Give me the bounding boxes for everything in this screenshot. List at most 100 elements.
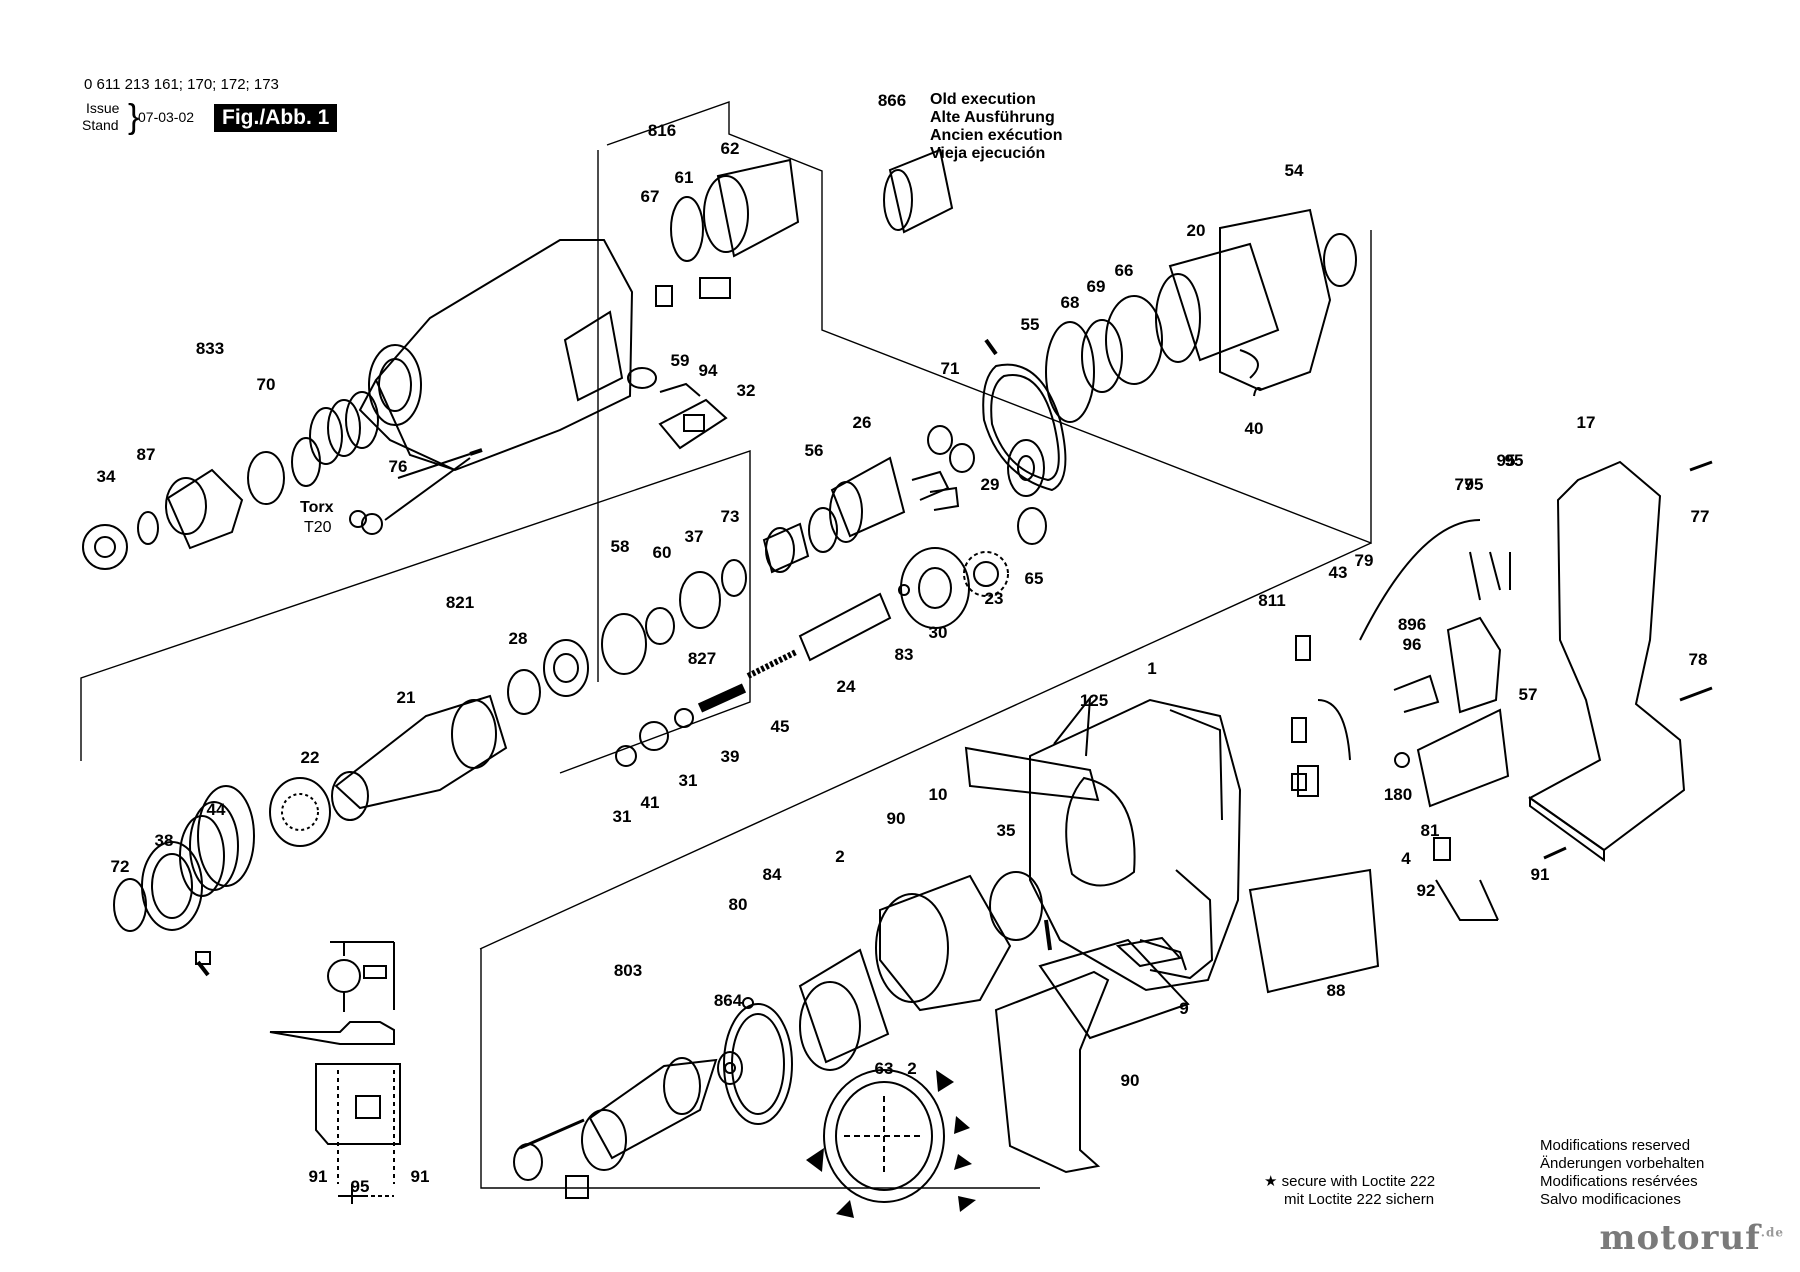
part-callout-20: 20 <box>1187 221 1206 240</box>
part-callout-41: 41 <box>641 793 660 812</box>
part-callout-63: 63 <box>875 1059 894 1078</box>
part-callout-821: 821 <box>446 593 474 612</box>
part-callout-37: 37 <box>685 527 704 546</box>
mount-arrows <box>806 1070 976 1218</box>
part-callout-827: 827 <box>688 649 716 668</box>
part-callout-58: 58 <box>611 537 630 556</box>
model-number: 0 611 213 161; 170; 172; 173 <box>84 76 279 93</box>
part-callout-95: 95 <box>351 1177 370 1196</box>
part-callouts: 8668166761625420696866833705994325571873… <box>97 91 1710 1196</box>
part-callout-29: 29 <box>981 475 1000 494</box>
torx-size-label: T20 <box>304 519 332 536</box>
issue-label: Issue <box>86 100 120 116</box>
part-callout-68: 68 <box>1061 293 1080 312</box>
part-callout-896: 896 <box>1398 615 1426 634</box>
part-callout-24: 24 <box>837 677 856 696</box>
part-callout-67: 67 <box>641 187 660 206</box>
part-callout-95: 95 <box>1505 451 1524 470</box>
part-callout-1: 1 <box>1147 659 1156 678</box>
watermark-logo: motoruf.de <box>1599 1218 1784 1258</box>
part-callout-44: 44 <box>207 800 226 819</box>
part-callout-28: 28 <box>509 629 528 648</box>
part-drawings <box>82 148 1713 1204</box>
part-callout-71: 71 <box>941 359 960 378</box>
part-callout-32: 32 <box>737 381 756 400</box>
part-callout-91: 91 <box>309 1167 328 1186</box>
part-callout-90: 90 <box>887 809 906 828</box>
part-callout-31: 31 <box>613 807 632 826</box>
part-callout-77: 77 <box>1691 507 1710 526</box>
modifications-line-4: Salvo modificaciones <box>1540 1191 1681 1208</box>
part-callout-76: 76 <box>389 457 408 476</box>
torx-label: Torx <box>300 499 334 516</box>
text-blocks: Old execution Alte Ausführung Ancien exé… <box>300 91 1704 1208</box>
part-callout-125: 125 <box>1080 691 1108 710</box>
part-callout-83: 83 <box>895 645 914 664</box>
modifications-line-2: Änderungen vorbehalten <box>1540 1155 1704 1172</box>
part-callout-69: 69 <box>1087 277 1106 296</box>
modifications-line-1: Modifications reserved <box>1540 1137 1690 1154</box>
old-execution-line-1: Old execution <box>930 91 1036 108</box>
part-callout-803: 803 <box>614 961 642 980</box>
issue-date: 07-03-02 <box>138 109 195 125</box>
part-callout-10: 10 <box>929 785 948 804</box>
part-callout-21: 21 <box>397 688 416 707</box>
part-callout-78: 78 <box>1689 650 1708 669</box>
part-callout-22: 22 <box>301 748 320 767</box>
part-callout-73: 73 <box>721 507 740 526</box>
part-callout-91: 91 <box>1531 865 1550 884</box>
part-callout-87: 87 <box>137 445 156 464</box>
part-callout-61: 61 <box>675 168 694 187</box>
part-callout-34: 34 <box>97 467 116 486</box>
part-callout-62: 62 <box>721 139 740 158</box>
stand-label: Stand <box>82 117 119 133</box>
part-callout-88: 88 <box>1327 981 1346 1000</box>
part-callout-94: 94 <box>699 361 718 380</box>
part-callout-38: 38 <box>155 831 174 850</box>
part-callout-95: 95 <box>1497 451 1516 470</box>
part-callout-4: 4 <box>1401 849 1411 868</box>
old-execution-line-4: Vieja ejecución <box>930 145 1045 162</box>
part-callout-91: 91 <box>411 1167 430 1186</box>
part-callout-60: 60 <box>653 543 672 562</box>
part-callout-80: 80 <box>729 895 748 914</box>
part-callout-811: 811 <box>1258 591 1285 610</box>
part-callout-54: 54 <box>1285 161 1304 180</box>
part-callout-2: 2 <box>907 1059 916 1078</box>
part-callout-23: 23 <box>985 589 1004 608</box>
part-callout-56: 56 <box>805 441 824 460</box>
part-callout-55: 55 <box>1021 315 1040 334</box>
brace: } <box>128 98 140 136</box>
part-callout-9: 9 <box>1179 999 1188 1018</box>
part-callout-59: 59 <box>671 351 690 370</box>
part-callout-864: 864 <box>714 991 743 1010</box>
part-callout-57: 57 <box>1519 685 1538 704</box>
part-callout-65: 65 <box>1025 569 1044 588</box>
old-execution-line-2: Alte Ausführung <box>930 109 1055 126</box>
modifications-line-3: Modifications resérvées <box>1540 1173 1698 1190</box>
part-callout-866: 866 <box>878 91 906 110</box>
part-callout-40: 40 <box>1245 419 1264 438</box>
part-callout-72: 72 <box>111 857 130 876</box>
part-callout-816: 816 <box>648 121 676 140</box>
part-callout-833: 833 <box>196 339 224 358</box>
part-callout-35: 35 <box>997 821 1016 840</box>
part-callout-77: 77 <box>1455 475 1474 494</box>
old-execution-line-3: Ancien exécution <box>930 127 1062 144</box>
part-callout-84: 84 <box>763 865 782 884</box>
part-callout-180: 180 <box>1384 785 1412 804</box>
loctite-line-1: ★ secure with Loctite 222 <box>1264 1173 1435 1190</box>
part-callout-31: 31 <box>679 771 698 790</box>
figure-badge: Fig./Abb. 1 <box>214 104 338 132</box>
part-callout-92: 92 <box>1417 881 1436 900</box>
part-callout-17: 17 <box>1577 413 1596 432</box>
part-callout-43: 43 <box>1329 563 1348 582</box>
part-callout-81: 81 <box>1421 821 1440 840</box>
part-callout-79: 79 <box>1355 551 1374 570</box>
part-callout-30: 30 <box>929 623 948 642</box>
part-callout-26: 26 <box>853 413 872 432</box>
part-callout-2: 2 <box>835 847 844 866</box>
part-callout-39: 39 <box>721 747 740 766</box>
part-callout-95: 95 <box>1465 475 1484 494</box>
